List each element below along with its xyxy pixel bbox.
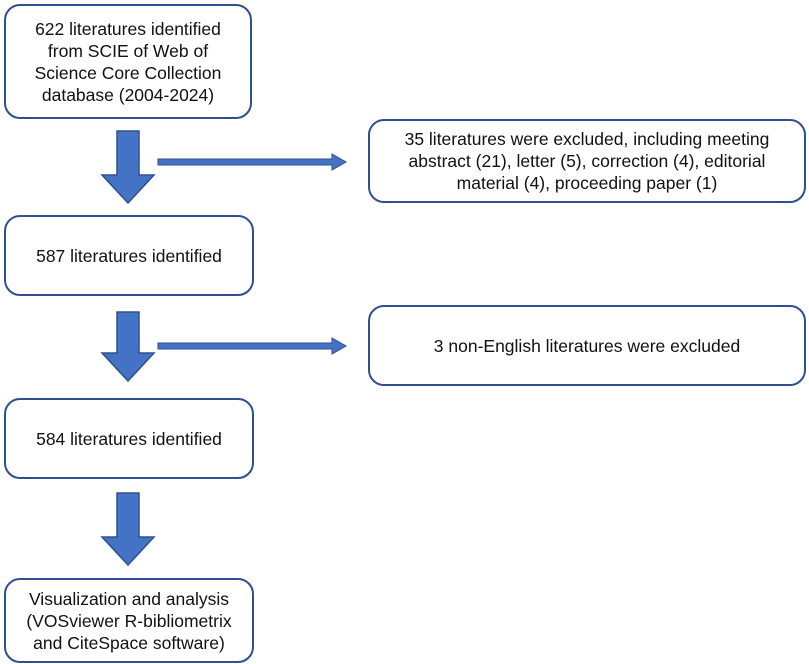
right-arrow-1	[157, 153, 348, 171]
down-arrow-3	[100, 492, 156, 567]
step-after-type-exclusion: 587 literatures identified	[4, 215, 254, 296]
down-arrow-2	[100, 311, 156, 383]
step-after-type-exclusion-text: 587 literatures identified	[36, 245, 222, 266]
down-arrow-1	[100, 130, 156, 205]
step-visualization-analysis: Visualization and analysis (VOSviewer R-…	[4, 578, 254, 663]
step-initial-identification-text: 622 literatures identified from SCIE of …	[34, 18, 222, 105]
step-after-language-exclusion-text: 584 literatures identified	[36, 428, 222, 449]
right-arrow-2	[157, 337, 348, 355]
step-visualization-analysis-text: Visualization and analysis (VOSviewer R-…	[26, 588, 232, 653]
step-initial-identification: 622 literatures identified from SCIE of …	[4, 4, 252, 119]
step-after-language-exclusion: 584 literatures identified	[4, 398, 254, 479]
exclusion-non-english: 3 non-English literatures were excluded	[368, 305, 806, 386]
exclusion-non-english-text: 3 non-English literatures were excluded	[433, 335, 741, 356]
exclusion-document-types-text: 35 literatures were excluded, including …	[404, 129, 770, 193]
exclusion-document-types: 35 literatures were excluded, including …	[368, 119, 806, 203]
